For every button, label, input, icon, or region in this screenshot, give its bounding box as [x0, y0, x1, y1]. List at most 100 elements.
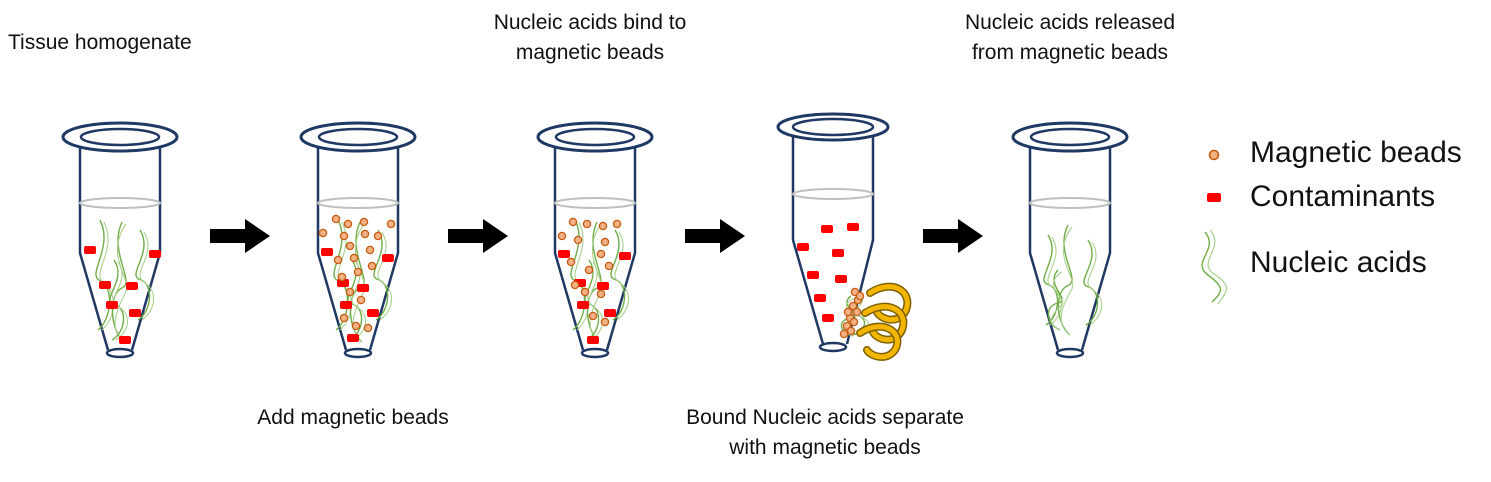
magnet	[856, 282, 912, 361]
tube-lid-inner	[1029, 127, 1111, 147]
magnetic-bead	[359, 217, 369, 227]
nucleic-acid-strand	[99, 221, 115, 331]
caption-nucleic-acids-bind: Nucleic acids bind to magnetic beads	[440, 8, 740, 68]
nucleic-acid-strand	[377, 231, 393, 321]
tube-4	[776, 112, 912, 361]
caption-bound-line-2: with magnetic beads	[729, 436, 921, 459]
tube-lid	[536, 121, 654, 153]
magnet-coil	[862, 304, 906, 343]
magnetic-bead	[584, 265, 594, 275]
magnetic-bead	[573, 235, 583, 245]
contaminant	[347, 334, 359, 342]
magnetic-bead	[596, 249, 606, 259]
tube-tip	[818, 341, 848, 353]
contaminant	[558, 250, 570, 258]
contaminant	[382, 254, 394, 262]
nucleic-acid-strand	[1060, 226, 1074, 336]
magnetic-bead	[351, 321, 361, 331]
magnetic-bead	[345, 241, 355, 251]
nucleic-acid-strand	[1057, 224, 1073, 336]
tube-2	[299, 121, 417, 359]
contaminant	[129, 309, 141, 317]
contaminant	[807, 271, 819, 279]
tube-lid-inner	[79, 127, 161, 147]
arrow-right-icon	[923, 219, 983, 253]
nucleic-acid-strand	[135, 229, 151, 321]
tube-tip	[343, 347, 373, 359]
arrow-right-icon	[448, 219, 508, 253]
magnetic-bead	[557, 231, 567, 241]
magnetic-bead	[848, 301, 858, 311]
contaminant	[797, 243, 809, 251]
arrow-right-icon	[210, 219, 270, 253]
contaminant	[822, 314, 834, 322]
contaminant	[337, 279, 349, 287]
magnetic-bead	[600, 237, 610, 247]
nucleic-acid-strand	[610, 229, 626, 321]
liquid-surface	[317, 197, 399, 209]
contaminant	[357, 284, 369, 292]
magnetic-bead	[588, 311, 598, 321]
magnetic-bead	[855, 291, 865, 301]
nucleic-acid-strand	[614, 231, 630, 321]
magnet-coil	[857, 324, 900, 360]
magnetic-bead	[596, 289, 606, 299]
liquid-surface	[792, 188, 874, 200]
contaminant	[321, 248, 333, 256]
nucleic-acid-strand	[588, 261, 604, 341]
contaminant	[367, 309, 379, 317]
caption-tissue-text: Tissue homogenate	[8, 31, 192, 54]
contaminant	[340, 301, 352, 309]
magnetic-bead	[849, 317, 859, 327]
tube-3	[536, 121, 654, 359]
magnetic-bead	[365, 245, 375, 255]
legend-label-contaminants: Contaminants	[1250, 180, 1436, 213]
nucleic-acid-strand	[95, 219, 111, 331]
tube-tip	[1055, 347, 1085, 359]
tube-tip	[105, 347, 135, 359]
magnetic-bead	[598, 221, 608, 231]
tube-1	[61, 121, 179, 359]
contaminant	[126, 282, 138, 290]
magnetic-bead	[337, 272, 347, 282]
arrow-right-icon	[685, 219, 745, 253]
liquid-surface	[1029, 197, 1111, 209]
contaminant	[149, 250, 161, 258]
nucleic-acid-strand	[1083, 239, 1099, 326]
magnet-coil	[867, 284, 910, 323]
legend-label-magnetic-beads: Magnetic beads	[1250, 136, 1462, 169]
legend-bead-icon	[1208, 149, 1220, 161]
magnetic-bead	[331, 214, 341, 224]
magnetic-bead	[339, 231, 349, 241]
magnetic-bead	[353, 267, 363, 277]
contaminant	[619, 252, 631, 260]
tube-lid-inner	[791, 117, 875, 137]
nucleic-acid-strand	[114, 223, 128, 343]
tube-lid	[299, 121, 417, 153]
magnetic-bead	[570, 280, 580, 290]
magnetic-bead	[600, 317, 610, 327]
magnetic-bead	[367, 261, 377, 271]
nucleic-acid-strand	[1050, 271, 1064, 331]
magnetic-bead	[566, 257, 576, 267]
contaminant	[587, 336, 599, 344]
caption-add-text: Add magnetic beads	[257, 406, 449, 429]
tube-lid-inner	[554, 127, 636, 147]
contaminant	[99, 281, 111, 289]
contaminant	[821, 225, 833, 233]
magnetic-bead	[386, 219, 396, 229]
contaminant	[577, 301, 589, 309]
magnetic-bead	[604, 261, 614, 271]
nucleic-acid-strand	[139, 231, 155, 321]
magnetic-bead	[846, 326, 856, 336]
magnetic-bead	[852, 307, 862, 317]
contaminant	[119, 336, 131, 344]
contaminant	[832, 249, 844, 257]
caption-bound-separate: Bound Nucleic acids separate with magnet…	[640, 403, 1010, 463]
magnetic-bead	[333, 255, 343, 265]
contaminant	[847, 223, 859, 231]
magnetic-bead	[343, 219, 353, 229]
tube-lid-inner	[317, 127, 399, 147]
tube-body	[1028, 146, 1112, 351]
